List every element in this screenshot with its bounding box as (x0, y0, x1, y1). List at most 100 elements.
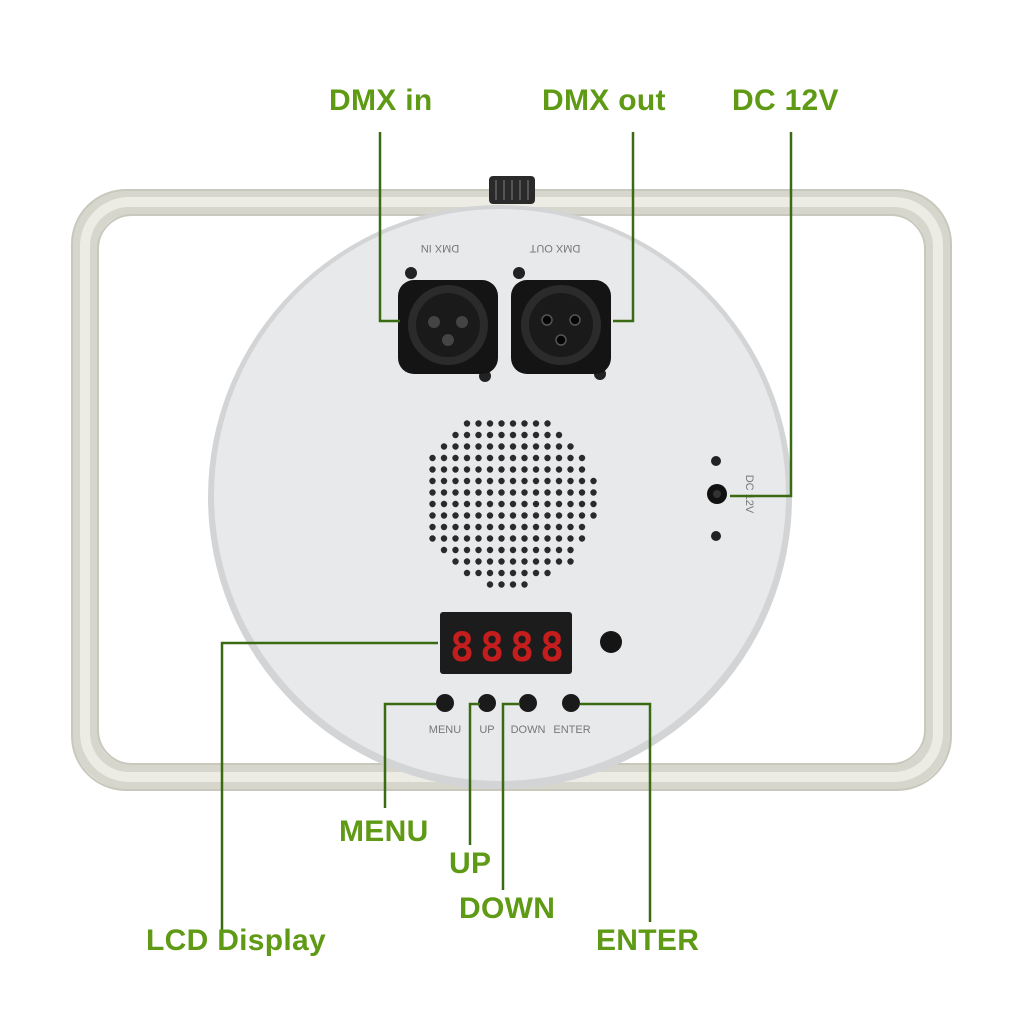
grille-hole (440, 523, 448, 531)
grille-hole (475, 512, 482, 519)
grille-hole (544, 546, 551, 554)
speaker-grille (429, 420, 597, 588)
grille-hole (567, 454, 574, 462)
grille-hole (475, 443, 482, 450)
grille-hole (429, 454, 436, 462)
grille-hole (521, 569, 528, 577)
grille-hole (567, 512, 574, 519)
grille-hole (452, 454, 459, 462)
display-digit: 8 (450, 625, 474, 671)
grille-hole (544, 454, 551, 462)
grille-hole (555, 477, 563, 485)
down-button[interactable] (519, 694, 537, 712)
grille-hole (509, 454, 517, 462)
grille-hole (452, 500, 459, 508)
menu-button[interactable] (436, 694, 454, 712)
grille-hole (486, 443, 494, 450)
grille-hole (486, 489, 494, 496)
grille-hole (463, 500, 471, 508)
grille-hole (567, 558, 574, 565)
grille-hole (590, 489, 597, 496)
grille-hole (463, 535, 471, 542)
grille-hole (429, 477, 436, 485)
grille-hole (486, 581, 494, 588)
down-button-print: DOWN (511, 724, 546, 736)
grille-hole (521, 443, 528, 450)
dc-print: DC 12V (743, 475, 755, 514)
enter-button[interactable] (562, 694, 580, 712)
enter-button-print: ENTER (553, 724, 590, 736)
grille-hole (475, 489, 482, 496)
grille-hole (463, 569, 471, 577)
grille-hole (475, 523, 482, 531)
grille-hole (440, 546, 448, 554)
grille-hole (521, 581, 528, 588)
grille-hole (567, 489, 574, 496)
grille-hole (463, 443, 471, 450)
grille-hole (567, 546, 574, 554)
grille-hole (486, 477, 494, 485)
grille-hole (544, 558, 551, 565)
grille-hole (463, 466, 471, 473)
grille-hole (544, 420, 551, 427)
grille-hole (498, 454, 505, 462)
callout-enter: ENTER (596, 924, 700, 957)
leader-lines (220, 132, 793, 935)
grille-hole (509, 546, 517, 554)
grille-hole (498, 443, 505, 450)
grille-hole (475, 420, 482, 427)
grille-hole (590, 477, 597, 485)
grille-hole (463, 523, 471, 531)
display-digit: 8 (480, 625, 504, 671)
grille-hole (440, 466, 448, 473)
callout-dc-12v: DC 12V (732, 84, 839, 117)
grille-hole (475, 477, 482, 485)
grille-hole (567, 523, 574, 531)
grille-hole (452, 546, 459, 554)
up-button-print: UP (479, 724, 494, 736)
dc-leader (730, 132, 793, 498)
grille-hole (521, 535, 528, 542)
callout-dmx-out: DMX out (542, 84, 666, 117)
grille-hole (498, 512, 505, 519)
grille-hole (578, 454, 586, 462)
grille-hole (578, 500, 586, 508)
grille-hole (555, 431, 563, 439)
grille-hole (544, 443, 551, 450)
grille-hole (544, 523, 551, 531)
grille-hole (486, 569, 494, 577)
grille-hole (498, 558, 505, 565)
grille-hole (440, 443, 448, 450)
grille-hole (555, 489, 563, 496)
grille-hole (521, 489, 528, 496)
grille-hole (463, 420, 471, 427)
display-digit: 8 (540, 625, 564, 671)
grille-hole (509, 477, 517, 485)
grille-hole (521, 466, 528, 473)
grille-hole (509, 466, 517, 473)
grille-hole (521, 420, 528, 427)
grille-hole (475, 466, 482, 473)
grille-hole (440, 489, 448, 496)
callout-lcd-display: LCD Display (146, 924, 327, 957)
grille-hole (578, 477, 586, 485)
grille-hole (532, 477, 540, 485)
grille-hole (486, 558, 494, 565)
dmx-out-print: DMX OUT (529, 242, 580, 254)
grille-hole (521, 546, 528, 554)
grille-hole (475, 546, 482, 554)
grille-hole (532, 431, 540, 439)
grille-hole (429, 489, 436, 496)
grille-hole (567, 466, 574, 473)
grille-hole (532, 443, 540, 450)
grille-hole (567, 500, 574, 508)
up-button[interactable] (478, 694, 496, 712)
grille-hole (555, 558, 563, 565)
grille-hole (463, 558, 471, 565)
grille-hole (555, 512, 563, 519)
grille-hole (578, 489, 586, 496)
callout-menu: MENU (339, 815, 429, 848)
grille-hole (521, 523, 528, 531)
grille-hole (532, 569, 540, 577)
